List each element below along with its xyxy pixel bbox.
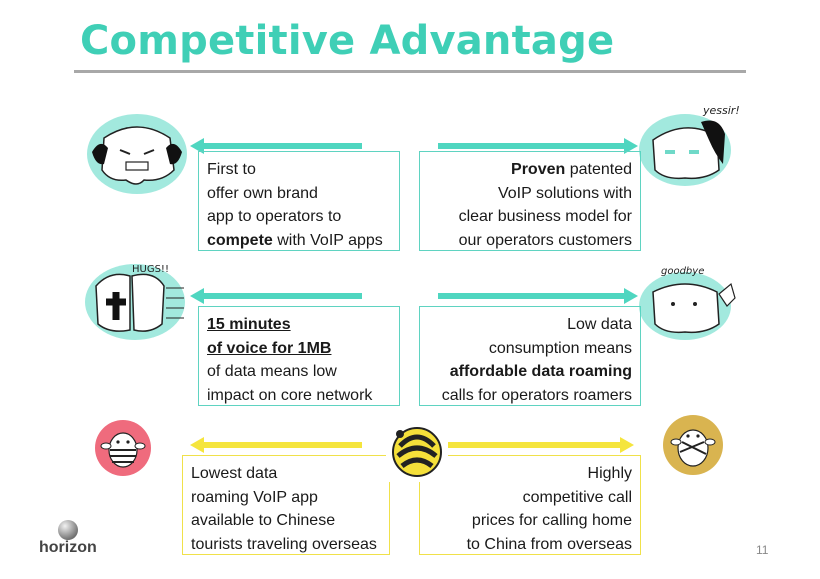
bee-character-gold-icon bbox=[663, 415, 723, 475]
text-segment: roaming VoIP app bbox=[191, 488, 318, 506]
text-segment: clear business model for bbox=[458, 208, 632, 225]
hugs-sticker-text: HUGS!! bbox=[132, 264, 169, 275]
box-line: offer own brand bbox=[207, 182, 391, 206]
bold-text: affordable data roaming bbox=[449, 363, 632, 380]
box-line: app to operators to bbox=[207, 205, 391, 229]
box-line: 15 minutes bbox=[207, 313, 391, 337]
text-segment: prices for calling home bbox=[471, 512, 632, 529]
box-line: compete with VoIP apps bbox=[207, 229, 391, 253]
advantage-box-3: 15 minutes of voice for 1MB of data means… bbox=[198, 306, 400, 406]
bee-character-pink-icon bbox=[95, 420, 151, 476]
text-segment: available to Chinese bbox=[191, 512, 336, 529]
box-line: Proven patented bbox=[428, 158, 632, 182]
text-segment: offer own brand bbox=[207, 184, 318, 202]
advantage-box-5: Lowest data roaming VoIP app available to … bbox=[182, 455, 390, 555]
box-line: available to Chinese bbox=[191, 509, 381, 533]
box-line: clear business model for bbox=[428, 205, 632, 229]
text-segment: consumption means bbox=[488, 339, 632, 357]
box-line: consumption means bbox=[428, 337, 632, 361]
box-line: our operators customers bbox=[428, 229, 632, 253]
angry-ghost-character-icon bbox=[87, 114, 187, 194]
box-line: tourists traveling overseas bbox=[191, 533, 381, 557]
bold-text: compete bbox=[207, 231, 273, 249]
yessir-sticker-text: yessir! bbox=[702, 104, 740, 117]
arrow-left-2 bbox=[190, 288, 362, 304]
arrow-right-2 bbox=[438, 288, 638, 304]
box-line: Lowest data bbox=[191, 462, 381, 486]
text-segment: patented bbox=[565, 161, 632, 178]
title-divider bbox=[74, 70, 746, 73]
box-line: of data means low bbox=[207, 360, 391, 384]
page-number: 11 bbox=[756, 543, 769, 557]
text-segment: competitive call bbox=[522, 488, 632, 506]
box-line: prices for calling home bbox=[428, 509, 632, 533]
box-line: roaming VoIP app bbox=[191, 486, 381, 510]
text-segment: with VoIP apps bbox=[272, 231, 383, 249]
text-segment: to China from overseas bbox=[466, 535, 632, 553]
box-line: impact on core network bbox=[207, 384, 391, 408]
text-segment: Highly bbox=[587, 465, 632, 482]
hugs-character-icon: HUGS!! bbox=[85, 264, 185, 340]
box-line: Highly bbox=[428, 462, 632, 486]
box-line: to China from overseas bbox=[428, 533, 632, 557]
advantage-box-6: Highly competitive call prices for calling… bbox=[419, 455, 641, 555]
yessir-character-icon: yessir! bbox=[639, 104, 740, 186]
arrow-right-1 bbox=[438, 138, 638, 154]
horizon-logo-icon bbox=[58, 520, 78, 540]
box-line: of voice for 1MB bbox=[207, 337, 391, 361]
text-segment: calls for operators roamers bbox=[441, 386, 632, 404]
text-segment: Low data bbox=[567, 316, 632, 333]
text-segment: of data means low bbox=[207, 363, 337, 380]
text-segment: our operators customers bbox=[458, 231, 632, 249]
advantage-box-4: Low data consumption means affordable data… bbox=[419, 306, 641, 406]
advantage-box-1: First to offer own brand app to operators … bbox=[198, 151, 400, 251]
box-line: calls for operators roamers bbox=[428, 384, 632, 408]
arrow-right-3 bbox=[438, 437, 634, 453]
text-segment: VoIP solutions with bbox=[497, 184, 632, 202]
text-segment: tourists traveling overseas bbox=[191, 535, 377, 553]
bold-text: Proven bbox=[511, 161, 566, 178]
text-segment: First to bbox=[207, 161, 256, 178]
box-line: affordable data roaming bbox=[428, 360, 632, 384]
box-line: VoIP solutions with bbox=[428, 182, 632, 206]
text-segment: Lowest data bbox=[191, 465, 278, 482]
box-line: First to bbox=[207, 158, 391, 182]
underlined-text: 15 minutes bbox=[207, 316, 291, 333]
goodbye-character-icon: goodbye bbox=[639, 266, 736, 340]
arrow-left-3 bbox=[190, 437, 362, 453]
text-segment: app to operators to bbox=[207, 208, 342, 225]
horizon-logo-text: horizon bbox=[39, 539, 97, 556]
arrow-left-1 bbox=[190, 138, 362, 154]
text-segment: impact on core network bbox=[207, 386, 373, 404]
box-line: competitive call bbox=[428, 486, 632, 510]
bee-logo-icon bbox=[386, 420, 448, 482]
underlined-text: of voice for 1MB bbox=[207, 339, 332, 357]
box-line: Low data bbox=[428, 313, 632, 337]
goodbye-sticker-text: goodbye bbox=[661, 266, 704, 277]
slide-title: Competitive Advantage bbox=[80, 18, 615, 64]
